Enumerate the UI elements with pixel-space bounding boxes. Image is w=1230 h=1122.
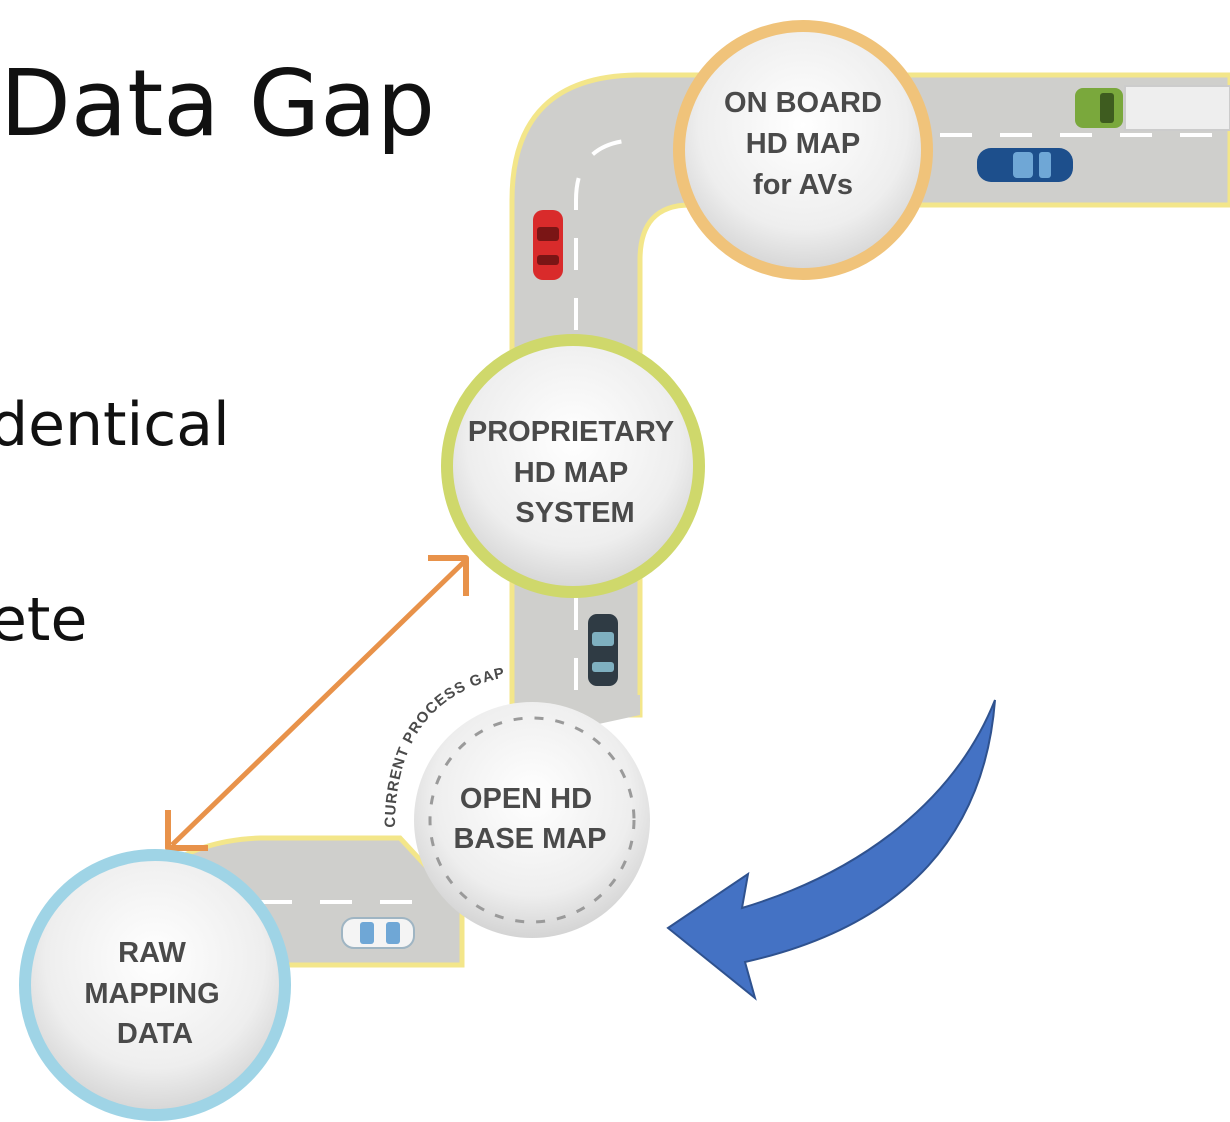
node-label-line: ON BOARD [724, 87, 882, 119]
lane-marking-vertical [574, 138, 641, 690]
car-white-icon [341, 917, 415, 949]
double-arrow [170, 558, 468, 847]
node-label-line: RAW [118, 937, 186, 969]
curved-arrow-blue [666, 699, 996, 1001]
node-label-line: SYSTEM [515, 497, 634, 529]
arrowhead-up [428, 555, 469, 596]
car-dark-icon [588, 614, 618, 686]
bullet-text-1: dentical [0, 390, 230, 460]
bullet-text-2: ete [0, 585, 88, 655]
node-onboard-hd-map: ON BOARD HD MAP for AVs [673, 20, 933, 280]
node-label-line: BASE MAP [453, 823, 606, 855]
car-red-icon [533, 210, 563, 280]
car-blue-icon [977, 148, 1073, 182]
node-label-line: OPEN HD [460, 783, 592, 815]
slide-title: Data Gap [0, 50, 435, 157]
node-label-line: DATA [117, 1018, 193, 1050]
node-label-line: MAPPING [84, 978, 219, 1010]
node-label-line: HD MAP [514, 457, 628, 489]
arrowhead-down [165, 810, 208, 851]
node-raw-mapping-data: RAW MAPPING DATA [19, 849, 291, 1121]
node-proprietary-hd-map: PROPRIETARY HD MAP SYSTEM [441, 334, 705, 598]
node-label-line: for AVs [753, 169, 853, 201]
node-label-line: PROPRIETARY [468, 416, 674, 448]
truck-green-icon [1075, 85, 1230, 131]
node-label-line: HD MAP [746, 128, 860, 160]
node-open-hd-base-map: OPEN HD BASE MAP [414, 702, 650, 938]
